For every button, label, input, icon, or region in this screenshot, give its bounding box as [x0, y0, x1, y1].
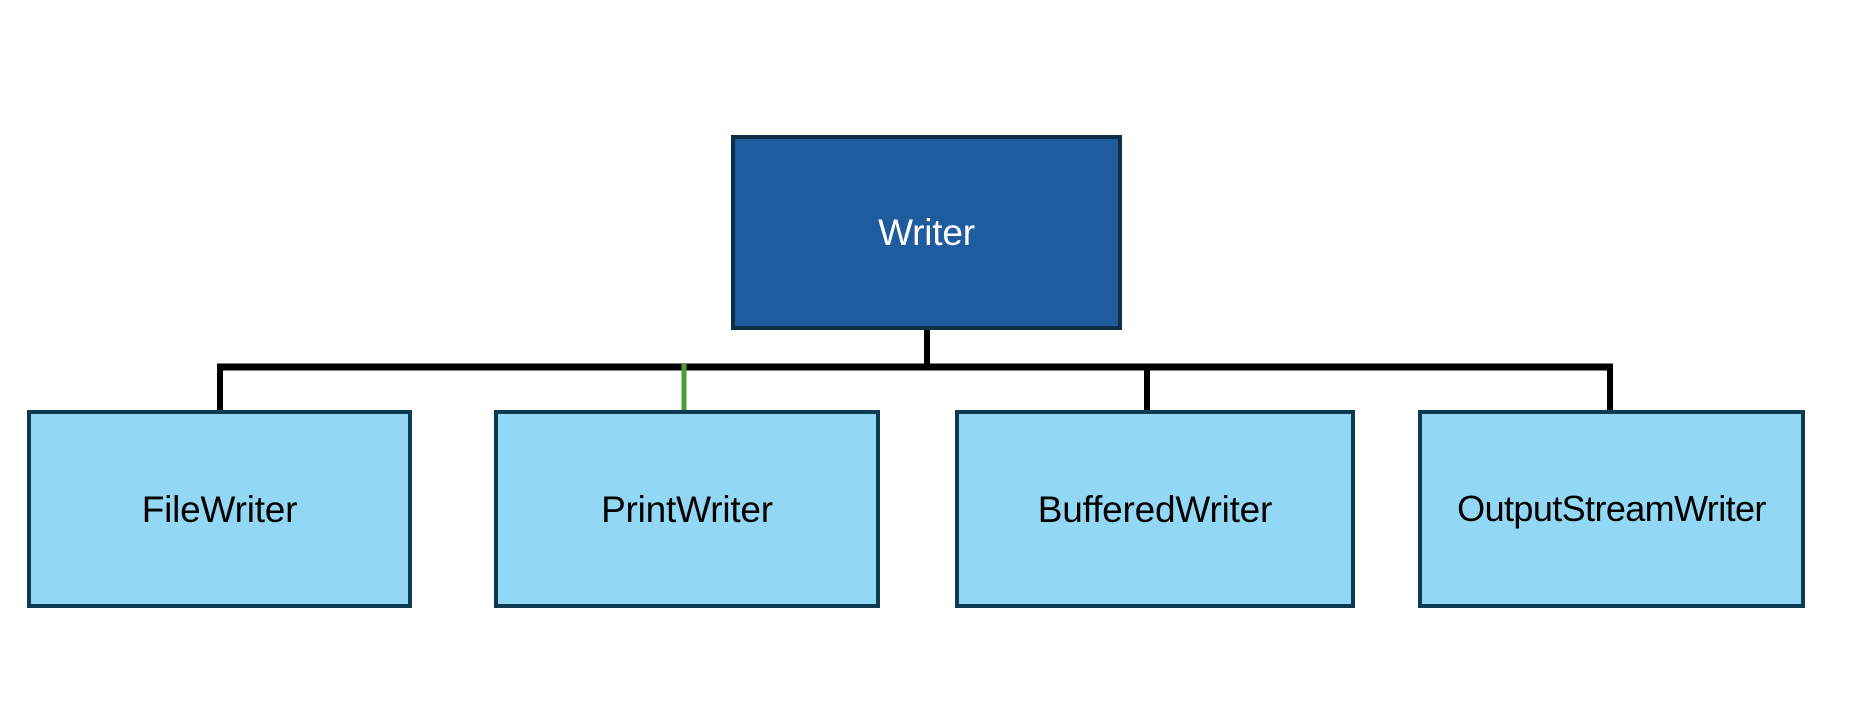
node-outputstreamwriter-label: OutputStreamWriter — [1457, 488, 1766, 529]
node-writer-label: Writer — [878, 212, 975, 253]
node-bufferedwriter-label: BufferedWriter — [1037, 488, 1273, 530]
node-bufferedwriter[interactable]: BufferedWriter — [955, 410, 1355, 608]
node-printwriter[interactable]: PrintWriter — [494, 410, 880, 608]
node-filewriter-label: FileWriter — [141, 488, 298, 530]
node-filewriter[interactable]: FileWriter — [27, 410, 412, 608]
node-outputstreamwriter[interactable]: OutputStreamWriter — [1418, 410, 1805, 608]
node-writer[interactable]: Writer — [731, 135, 1122, 330]
node-printwriter-label: PrintWriter — [601, 488, 773, 530]
